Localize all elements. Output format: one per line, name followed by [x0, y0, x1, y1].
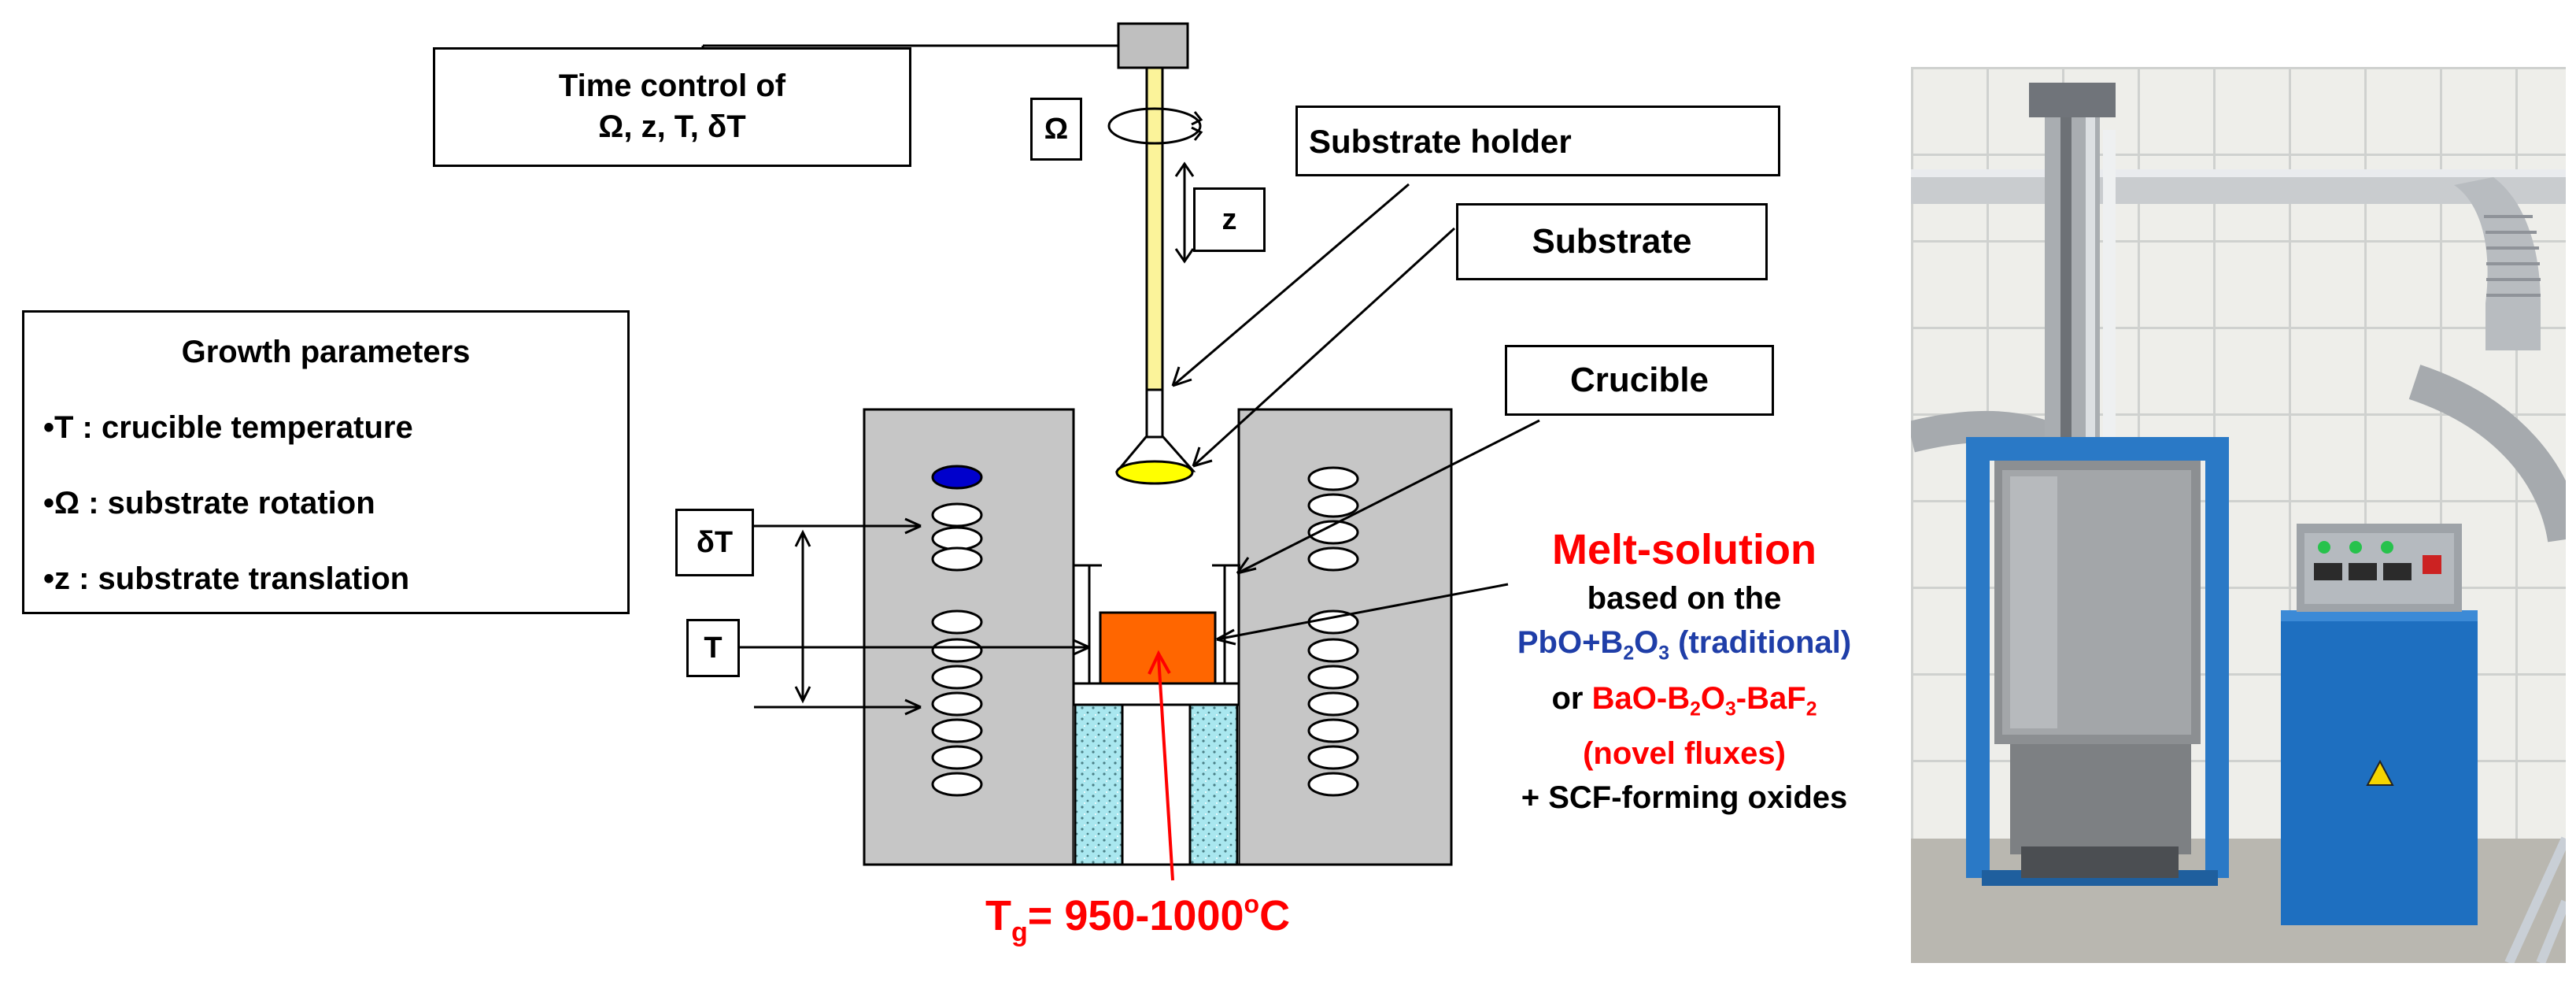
- crucible-label-box: Crucible: [1505, 345, 1774, 416]
- growth-params-box: Growth parameters •T : crucible temperat…: [22, 310, 630, 614]
- heater-coils-right: [1307, 466, 1359, 797]
- z-label: z: [1221, 202, 1237, 236]
- delta-t-label: δT: [696, 525, 734, 559]
- t-label-box: T: [686, 619, 740, 677]
- growth-param-item: •Ω : substrate rotation: [43, 486, 375, 520]
- crucible: [1088, 565, 1226, 685]
- substrate-holder-end: [1145, 388, 1164, 439]
- leader-crucible: [1236, 419, 1540, 575]
- substrate-holder-label: Substrate holder: [1309, 123, 1572, 160]
- growth-params-title: Growth parameters: [181, 335, 471, 369]
- substrate-rod: [1145, 66, 1164, 394]
- melt-line1: based on the: [1587, 581, 1782, 616]
- crucible-label: Crucible: [1569, 361, 1709, 399]
- substrate-label-box: Substrate: [1456, 203, 1768, 280]
- melt-line3: or BaO-B2O3-BaF2: [1551, 680, 1817, 720]
- melt-title: Melt-solution: [1552, 526, 1817, 573]
- growth-param-item: •z : substrate translation: [43, 561, 410, 596]
- equipment-photo: [1911, 67, 2566, 963]
- time-control-line2: Ω, z, T, δT: [598, 109, 746, 144]
- substrate-holder-label-box: Substrate holder: [1295, 106, 1780, 176]
- insulation-left: [1074, 703, 1124, 866]
- heater-coils-left: [931, 465, 983, 797]
- time-control-box: Time control of Ω, z, T, δT: [433, 47, 911, 167]
- z-label-box: z: [1193, 187, 1266, 252]
- delta-t-label-box: δT: [675, 509, 754, 576]
- leader-melt: [1216, 583, 1509, 641]
- tg-arrow: [1157, 656, 1174, 881]
- growth-param-item: •T : crucible temperature: [43, 410, 413, 445]
- lpe-setup-diagram: [701, 22, 1540, 881]
- melt: [1099, 611, 1217, 685]
- rotation-arrow: [1107, 107, 1202, 145]
- melt-solution-block: Melt-solution based on the PbO+B2O3 (tra…: [1464, 523, 1905, 820]
- melt-line5: + SCF-forming oxides: [1521, 780, 1848, 816]
- leader-substrate: [1192, 227, 1456, 468]
- omega-label-box: Ω: [1030, 98, 1082, 161]
- motor-head: [1117, 22, 1189, 69]
- melt-line2: PbO+B2O3 (traditional): [1517, 625, 1852, 665]
- melt-line4: (novel fluxes): [1583, 736, 1786, 772]
- insulation-right: [1188, 703, 1239, 866]
- time-control-line1: Time control of: [558, 69, 786, 103]
- t-label: T: [704, 631, 723, 665]
- tg-label: Tg= 950-1000oC: [985, 890, 1291, 947]
- pedestal: [1121, 703, 1192, 866]
- substrate-disc: [1115, 460, 1194, 485]
- substrate-label: Substrate: [1532, 222, 1692, 261]
- omega-label: Ω: [1044, 112, 1069, 146]
- leader-substrate-holder: [1172, 183, 1410, 387]
